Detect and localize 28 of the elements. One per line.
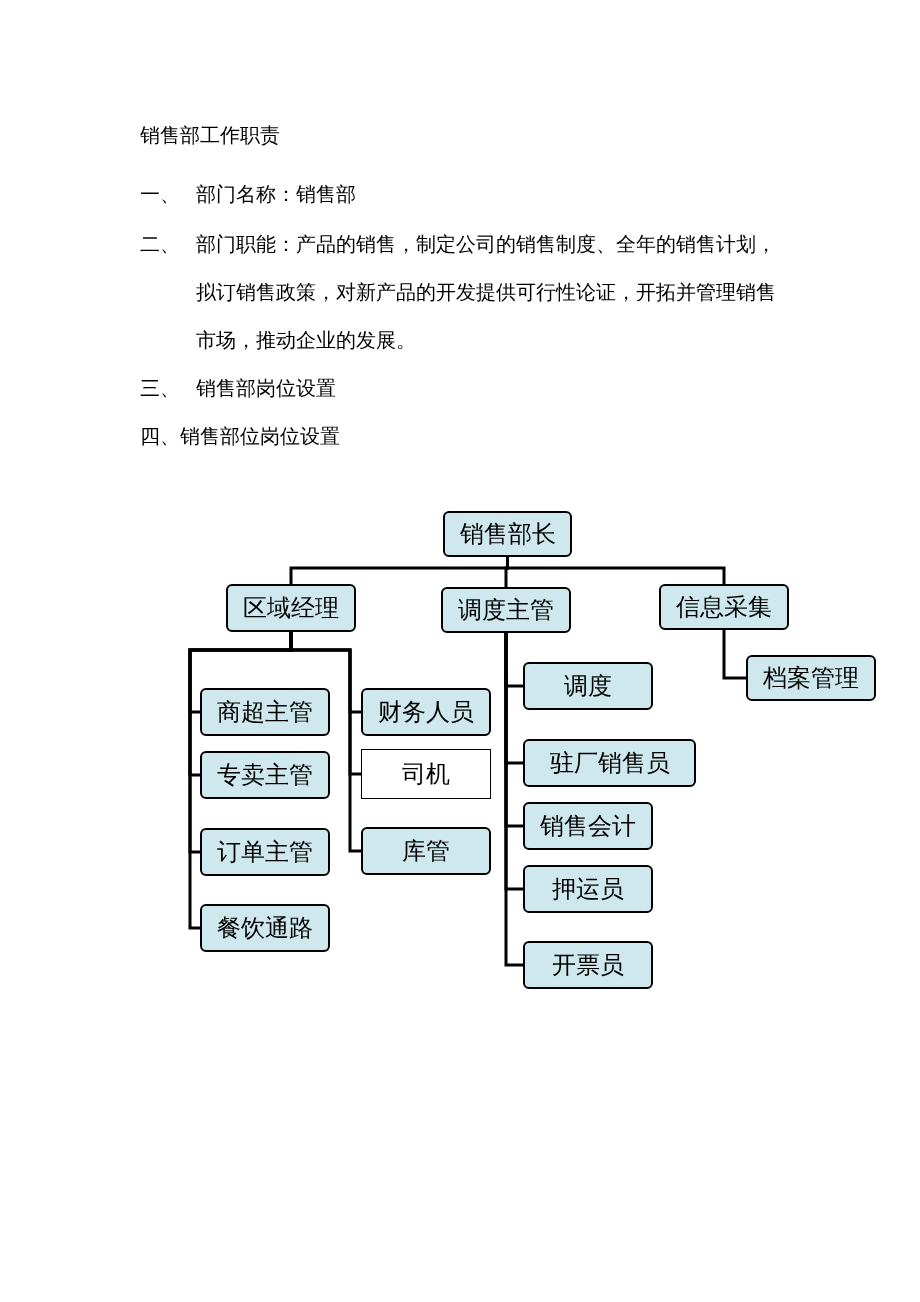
text-line: 二、 xyxy=(140,231,180,258)
org-box: 司机 xyxy=(361,749,491,799)
org-box: 驻厂销售员 xyxy=(523,739,696,787)
org-box: 押运员 xyxy=(523,865,653,913)
org-box: 销售会计 xyxy=(523,802,653,850)
org-box: 专卖主管 xyxy=(200,751,330,799)
org-box: 调度主管 xyxy=(441,587,571,633)
connector-line xyxy=(722,630,746,680)
org-box: 订单主管 xyxy=(200,828,330,876)
connector-line xyxy=(504,633,523,967)
org-box: 销售部长 xyxy=(443,511,572,557)
org-box: 开票员 xyxy=(523,941,653,989)
text-line: 四、销售部位岗位设置 xyxy=(140,423,340,450)
org-box: 财务人员 xyxy=(361,688,491,736)
text-line: 三、 xyxy=(140,375,180,402)
text-line: 一、 xyxy=(140,181,180,208)
org-box: 信息采集 xyxy=(659,584,789,630)
org-box: 库管 xyxy=(361,827,491,875)
text-line: 销售部岗位设置 xyxy=(196,375,336,402)
heading: 销售部工作职责 xyxy=(140,122,280,148)
org-box: 档案管理 xyxy=(746,655,876,701)
connector-line xyxy=(289,632,361,853)
org-box: 商超主管 xyxy=(200,688,330,736)
text-line: 部门名称：销售部 xyxy=(196,181,356,208)
org-box: 区域经理 xyxy=(226,584,356,632)
org-box: 餐饮通路 xyxy=(200,904,330,952)
org-box: 调度 xyxy=(523,662,653,710)
text-line: 部门职能：产品的销售，制定公司的销售制度、全年的销售计划，拟订销售政策，对新产品的开发提供可行性论证，开拓并管理销售市场，推动企业的发展。 xyxy=(196,231,777,354)
